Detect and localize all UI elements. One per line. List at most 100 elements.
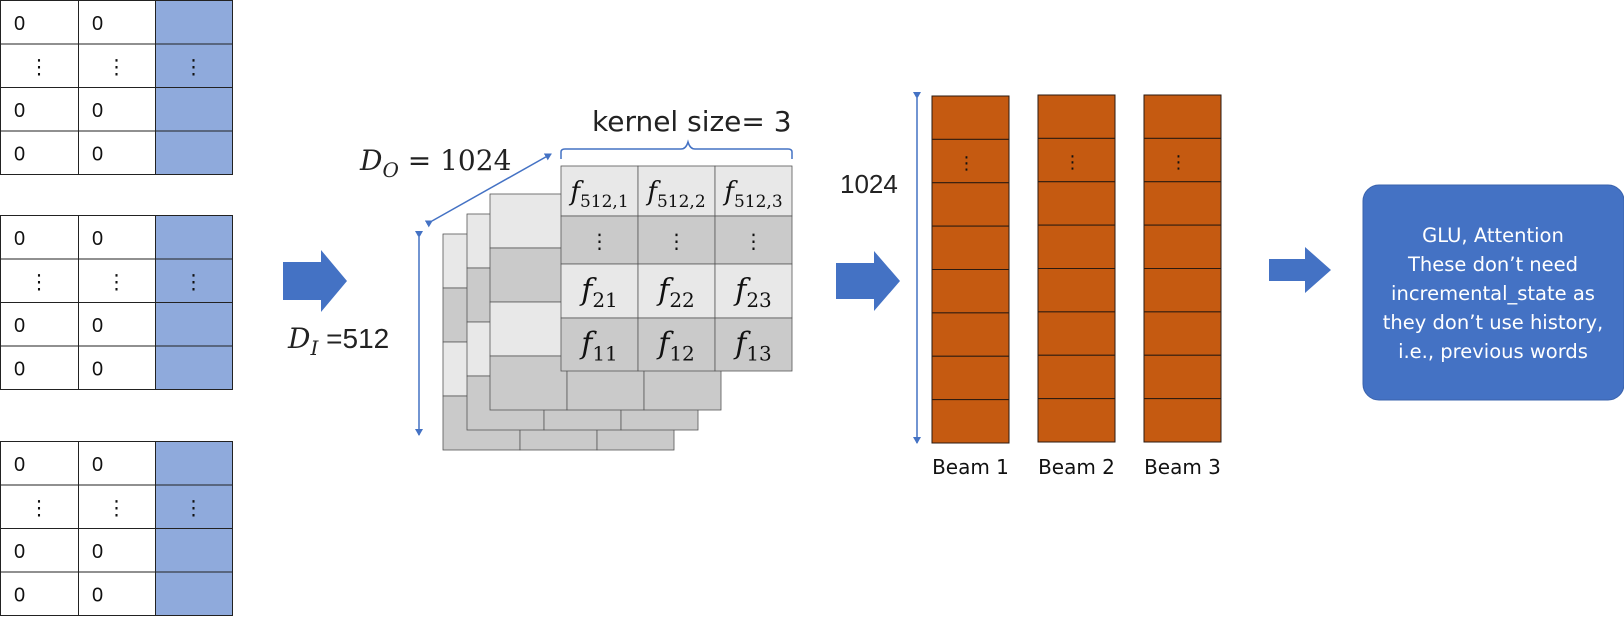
- do-arrow: [424, 153, 552, 228]
- beam-cell: [1037, 354, 1116, 400]
- kernel-cell-dots: ⋮: [590, 231, 610, 253]
- matrix-cell: [155, 345, 233, 390]
- beam-cell: [1037, 137, 1116, 183]
- kernel-cell: [637, 165, 716, 217]
- beam-cell: [931, 95, 1010, 140]
- beam-cell: [1143, 311, 1222, 356]
- di-label: DI =512: [287, 322, 389, 360]
- beam-dots: ⋮: [1064, 152, 1082, 172]
- kernel-cell: [560, 215, 639, 265]
- matrix-cell: [0, 571, 79, 616]
- matrix-cell-value: 0: [92, 228, 103, 250]
- matrix-cell-value: 0: [14, 228, 25, 250]
- kernel-layer-cell: [489, 301, 568, 357]
- kernel-cell-dots: ⋮: [744, 231, 764, 253]
- matrix-cell-value: 0: [14, 144, 25, 166]
- kernel-cell-label: f13: [733, 327, 772, 366]
- kernel-cell: [714, 215, 793, 265]
- kernel-cell: [714, 165, 793, 217]
- beam-cell: [1037, 224, 1116, 269]
- matrix-cell: [0, 302, 79, 347]
- beam-label: Beam 1: [932, 455, 1009, 479]
- arrow-to-output: [1269, 247, 1331, 293]
- beam-dots: ⋮: [958, 153, 976, 173]
- matrix-cell: [0, 528, 79, 573]
- matrix-cell: [155, 0, 233, 45]
- kernel-cell-label: f512,1: [568, 177, 628, 212]
- matrix-cell-value: 0: [14, 13, 25, 35]
- matrix-cell: [155, 258, 233, 303]
- matrix-cell-value: 0: [14, 541, 25, 563]
- beam-cell: [931, 355, 1010, 401]
- beam-dots: ⋮: [1170, 152, 1188, 172]
- matrix-cell-value: ⋮: [29, 272, 49, 294]
- beam-cell: [1143, 137, 1222, 183]
- matrix-cell-value: ⋮: [184, 498, 204, 520]
- matrix-cell-value: 0: [92, 144, 103, 166]
- beam-cell: [1143, 268, 1222, 313]
- beam-cell: [1143, 398, 1222, 443]
- kernel-layer-cell: [489, 355, 568, 411]
- matrix-cell: [155, 302, 233, 347]
- matrix-cell: [78, 484, 156, 529]
- beam-cell: [931, 312, 1010, 357]
- matrix-cell-value: 0: [92, 359, 103, 381]
- matrix-cell: [78, 571, 156, 616]
- matrix-cell: [155, 528, 233, 573]
- matrix-cell: [78, 43, 156, 88]
- kernel-cell-label: f11: [579, 327, 618, 366]
- matrix-cell-value: 0: [92, 315, 103, 337]
- matrix-cell: [78, 345, 156, 390]
- beam-column: ⋮ Beam 2: [1037, 94, 1116, 479]
- matrix-cell: [78, 441, 156, 486]
- matrix-cell-value: 0: [92, 100, 103, 122]
- beams: 1024 ⋮Beam 1⋮Beam 2⋮Beam 3: [840, 92, 1222, 479]
- matrix-cell: [155, 441, 233, 486]
- matrix-cell-value: 0: [14, 359, 25, 381]
- matrix-cell-value: ⋮: [107, 498, 127, 520]
- matrix-cell: [155, 87, 233, 132]
- kernel-cell: [560, 263, 639, 319]
- matrix-cell: [78, 87, 156, 132]
- matrix-cell-value: ⋮: [29, 498, 49, 520]
- matrix-cell: [0, 0, 79, 45]
- beam-cell: [931, 399, 1010, 444]
- beam-cell: [1143, 354, 1222, 400]
- matrix-cell-value: ⋮: [107, 57, 127, 79]
- arrow-to-beams: [836, 251, 900, 311]
- beam-cell: [1037, 268, 1116, 313]
- beam-cell: [1037, 181, 1116, 226]
- beam-cell: [1143, 94, 1222, 139]
- beam-cell: [1037, 311, 1116, 356]
- beam-cell: [931, 225, 1010, 270]
- kernel-size-label: kernel size= 3: [592, 105, 792, 138]
- kernel-layer-cell: [489, 193, 568, 249]
- matrix-cell: [78, 130, 156, 175]
- matrix-cell: [78, 528, 156, 573]
- beam-cell: [1143, 181, 1222, 226]
- kernel-cell: [560, 317, 639, 372]
- kernel-cell-dots: ⋮: [667, 231, 687, 253]
- matrix-cell: [0, 441, 79, 486]
- kernel-cell: [560, 165, 639, 217]
- beam-cell: [1037, 94, 1116, 139]
- matrix-cell: [155, 571, 233, 616]
- beam-label: Beam 2: [1038, 455, 1115, 479]
- kernel-cell: [637, 263, 716, 319]
- kernel-size-brace: [560, 139, 793, 159]
- beam-columns: ⋮Beam 1⋮Beam 2⋮Beam 3: [931, 94, 1222, 479]
- matrix-cell-value: ⋮: [184, 272, 204, 294]
- beam-cell: [931, 138, 1010, 184]
- matrix-cell-value: ⋮: [29, 57, 49, 79]
- matrix-cell: [155, 130, 233, 175]
- matrix-cell: [155, 43, 233, 88]
- beam-height-label: 1024: [840, 169, 898, 199]
- beam-column: ⋮ Beam 1: [931, 95, 1010, 479]
- matrix-cell: [0, 87, 79, 132]
